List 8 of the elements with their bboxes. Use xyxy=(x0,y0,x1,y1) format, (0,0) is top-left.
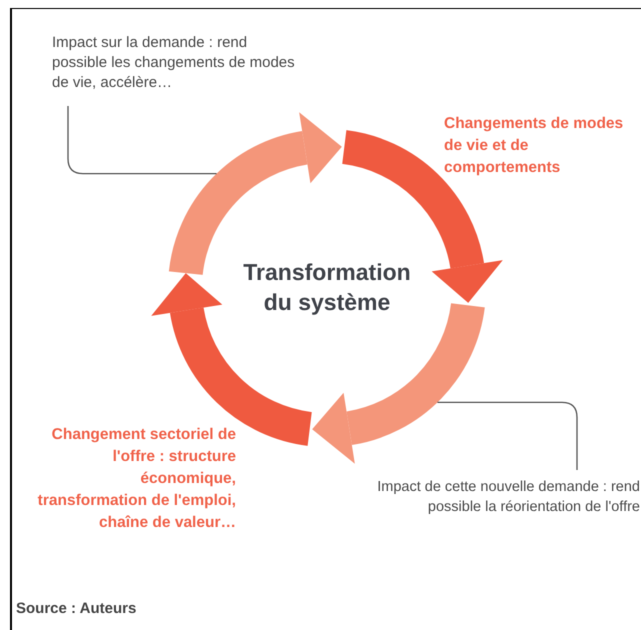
annotation-text: Impact de cette nouvelle demande : rend possible la réorientation de l'offre xyxy=(330,477,640,517)
annotation-text: Impact sur la demande : rend possible les changements de modes de vie, accélère… xyxy=(52,33,302,93)
leader-line xyxy=(67,106,217,174)
leader-line xyxy=(437,402,578,470)
center-title: Transformation du système xyxy=(242,258,412,317)
stage-label: Changement sectoriel de l'offre : structure économique, transformation de l'emploi, chaîne de valeur… xyxy=(36,425,236,533)
source-caption: Source : Auteurs xyxy=(16,599,136,619)
stage-label: Changements de modes de vie et de comportements xyxy=(444,114,624,178)
